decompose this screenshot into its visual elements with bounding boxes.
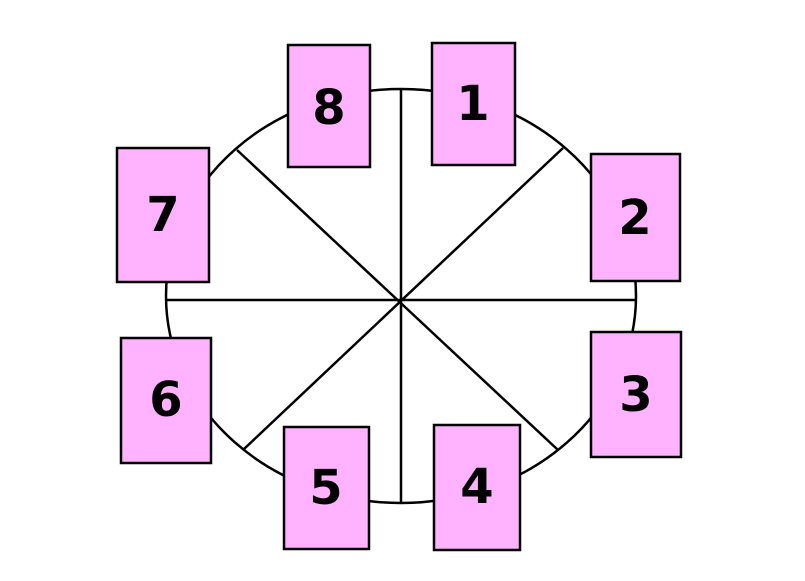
spoke-diagonal-rising [243,147,564,450]
card-4-box [432,423,522,552]
card-3-box [589,330,683,459]
card-1-box [430,41,517,167]
card-1-label: 1 [456,76,489,132]
card-7-label: 7 [146,187,179,243]
card-2: 2 [589,152,682,283]
card-5-label: 5 [309,460,342,516]
card-4-label: 4 [460,459,493,515]
card-7: 7 [115,146,211,284]
card-8-label: 8 [312,80,345,136]
card-4: 4 [432,423,522,552]
card-6-label: 6 [149,372,182,428]
card-8-box [286,43,372,169]
spoke-diagonal-falling [236,149,559,451]
card-6: 6 [119,336,213,465]
card-2-box [589,152,682,283]
card-5-box [282,425,371,551]
card-6-box [119,336,213,465]
card-1: 1 [430,41,517,167]
card-7-box [115,146,211,284]
wheel [164,87,638,505]
card-3: 3 [589,330,683,459]
card-2-label: 2 [618,190,651,246]
card-3-label: 3 [619,367,652,423]
card-8: 8 [286,43,372,169]
card-5: 5 [282,425,371,551]
